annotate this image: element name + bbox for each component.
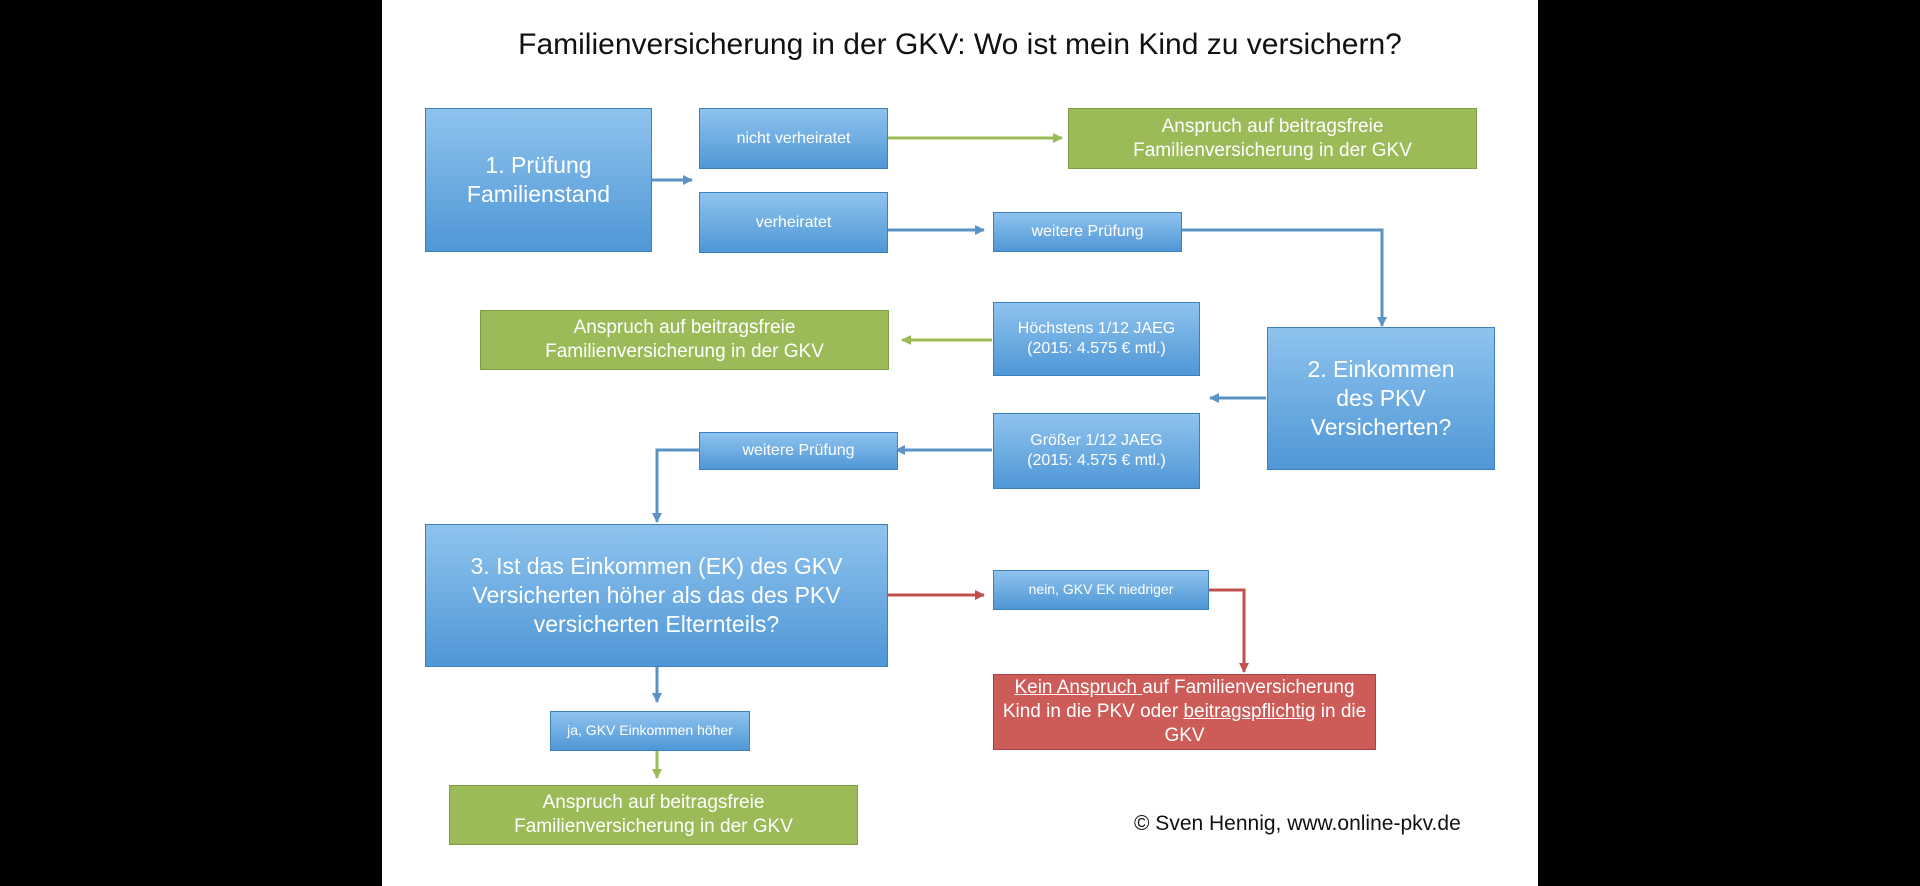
diagram-canvas: Familienversicherung in der GKV: Wo ist … — [382, 0, 1538, 886]
node-yes-gkv-higher: ja, GKV Einkommen höher — [550, 711, 750, 751]
node-no-entitlement: Kein Anspruch auf Familienversicherung K… — [993, 674, 1376, 750]
node-line: Kein Anspruch auf Familienversicherung — [994, 676, 1375, 700]
node-line: Familienversicherung in der GKV — [545, 341, 824, 362]
node-label: verheiratet — [755, 213, 832, 231]
node-label: weitere Prüfung — [1031, 223, 1144, 240]
node-line: versicherten Elternteils? — [533, 610, 780, 637]
node-line: des PKV — [1336, 385, 1426, 412]
node-line: Größer 1/12 JAEG — [1030, 432, 1163, 449]
node-line: Versicherten höher als das des PKV — [472, 582, 841, 609]
connector-lines — [652, 133, 1387, 779]
node-no-gkv-lower: nein, GKV EK niedriger — [993, 570, 1209, 610]
node-line: Höchstens 1/12 JAEG — [1017, 320, 1176, 337]
node-max-income: Höchstens 1/12 JAEG (2015: 4.575 € mtl.) — [993, 302, 1200, 376]
node-not-married: nicht verheiratet — [699, 108, 888, 169]
arrow-no-to-red — [1209, 588, 1249, 673]
node-label: nein, GKV EK niedriger — [1028, 581, 1174, 598]
node-line: (2015: 4.575 € mtl.) — [1027, 452, 1166, 469]
copyright-credit: © Sven Hennig, www.online-pkv.de — [1134, 812, 1461, 835]
node-line: Anspruch auf beitragsfreie — [542, 792, 765, 814]
node-further-check-2: weitere Prüfung — [699, 432, 898, 470]
no-entitlement-emphasis: Kein Anspruch — [1014, 677, 1143, 699]
node-line: 1. Prüfung — [485, 152, 592, 179]
node-line: Familienstand — [466, 181, 611, 207]
node-label: ja, GKV Einkommen höher — [567, 722, 733, 739]
arrow-further-to-check3 — [652, 448, 700, 523]
node-line: Anspruch auf beitragsfreie — [573, 317, 796, 339]
node-line: Familienversicherung in der GKV — [1133, 139, 1412, 161]
diagram-title: Familienversicherung in der GKV: Wo ist … — [518, 28, 1402, 61]
node-line: Versicherten? — [1310, 413, 1452, 440]
node-text: in die GKV — [1164, 701, 1367, 746]
node-line: 2. Einkommen — [1307, 356, 1455, 383]
node-line: (2015: 4.575 € mtl.) — [1027, 340, 1166, 357]
node-text: Kind in die PKV oder — [1002, 701, 1184, 723]
node-text: auf Familienversicherung — [1142, 677, 1355, 699]
node-label: nicht verheiratet — [736, 129, 851, 147]
node-further-check-1: weitere Prüfung — [993, 212, 1182, 252]
node-greater-income: Größer 1/12 JAEG (2015: 4.575 € mtl.) — [993, 413, 1200, 489]
arrow-further-to-check2 — [1182, 228, 1387, 327]
node-married: verheiratet — [699, 192, 888, 253]
node-line: 3. Ist das Einkommen (EK) des GKV — [470, 553, 843, 580]
node-line: Familienversicherung in der GKV — [514, 816, 793, 837]
node-label: weitere Prüfung — [742, 442, 855, 459]
node-line: Anspruch auf beitragsfreie — [1161, 115, 1384, 137]
contribution-emphasis: beitragspflichtig — [1183, 701, 1316, 723]
node-line: Kind in die PKV oder beitragspflichtig i… — [994, 700, 1375, 748]
